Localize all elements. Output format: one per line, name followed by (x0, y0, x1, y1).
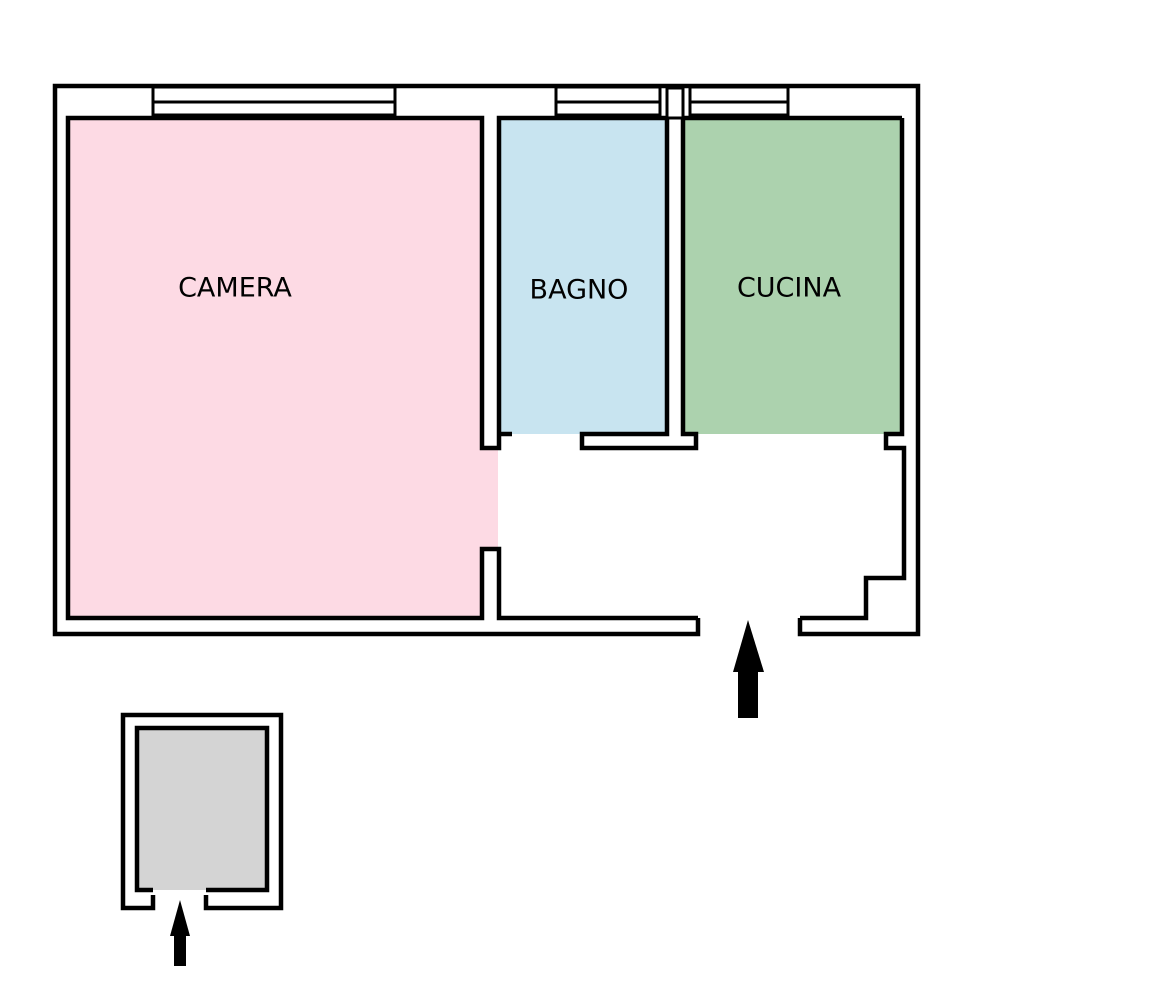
arrow-up-icon (733, 620, 764, 718)
outer-walls (52, 83, 921, 637)
room-annex[interactable] (137, 728, 267, 890)
corridor-link (482, 448, 498, 548)
walls-bagno (496, 115, 902, 451)
window-cucina (688, 85, 790, 117)
room-label-bagno: BAGNO (530, 275, 629, 306)
room-camera[interactable] (68, 118, 482, 616)
arrow-up-icon (170, 900, 190, 966)
window-bagno (554, 85, 662, 117)
annex-walls (120, 712, 284, 911)
room-label-camera: CAMERA (178, 273, 292, 304)
wall-spine-bagno-cucina (665, 86, 685, 120)
room-bagno[interactable] (499, 118, 667, 434)
window-camera (151, 85, 397, 117)
room-cucina[interactable] (683, 118, 902, 434)
room-label-cucina: CUCINA (737, 273, 842, 304)
